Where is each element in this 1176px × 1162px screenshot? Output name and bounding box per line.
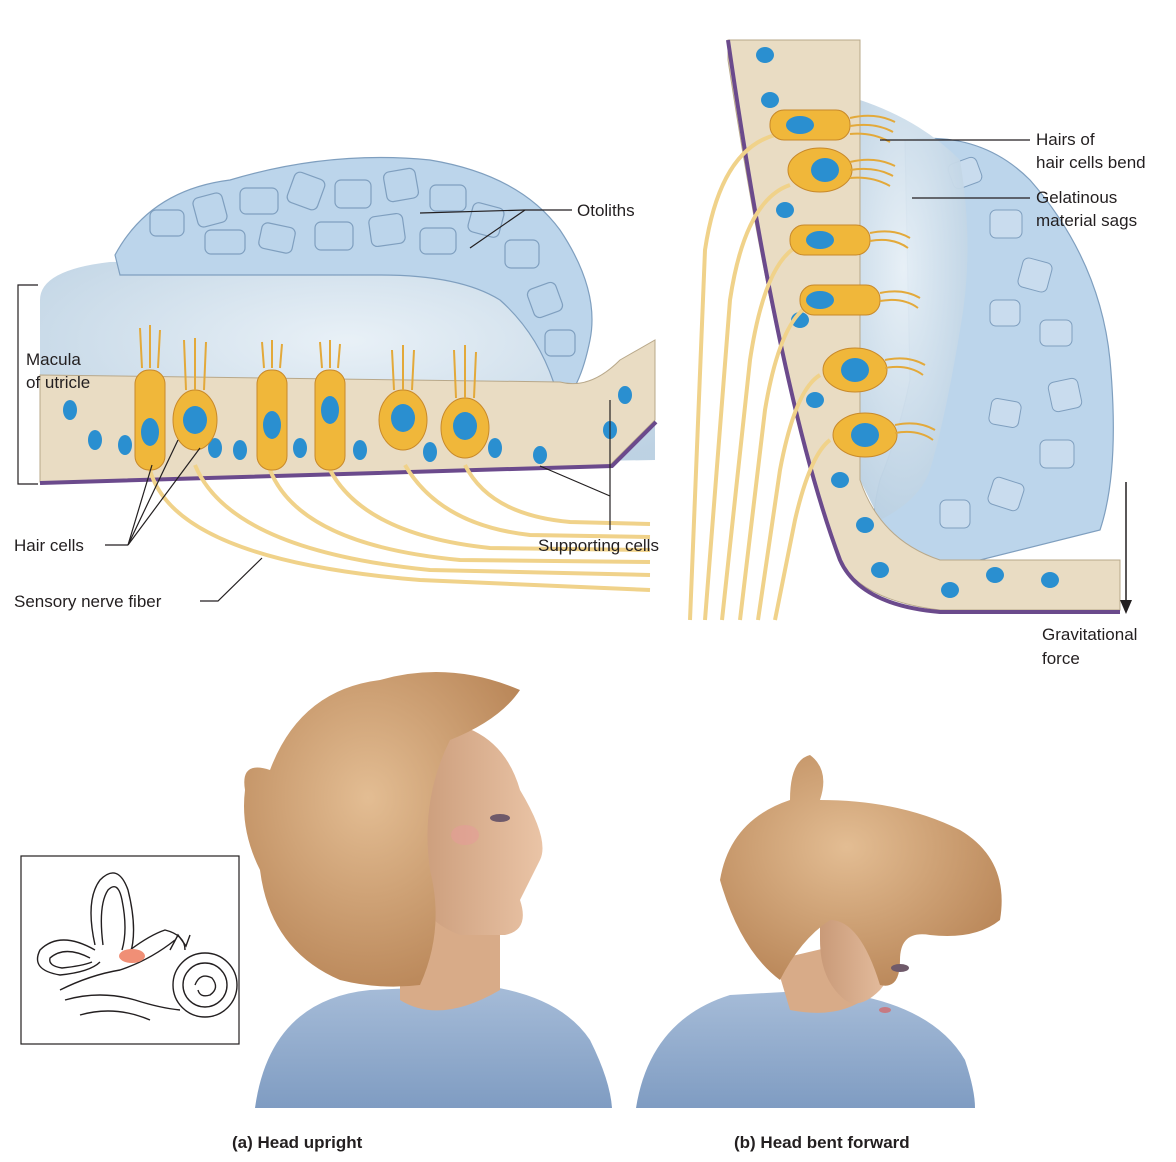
label-gelatinous-line1: Gelatinous xyxy=(1036,188,1117,207)
label-gravity-line2: force xyxy=(1042,649,1080,668)
macula-upright-illustration xyxy=(40,158,656,591)
label-hairs-bend-line1: Hairs of xyxy=(1036,130,1095,149)
macula-marker xyxy=(119,949,145,963)
label-macula-line1: Macula xyxy=(26,350,81,369)
label-supporting-cells: Supporting cells xyxy=(538,536,659,555)
label-gelatinous-line2: material sags xyxy=(1036,211,1137,230)
caption-head-bent-forward: (b) Head bent forward xyxy=(734,1133,910,1152)
sensory-nerve-fibers-upright xyxy=(150,465,650,590)
macula-tilted-illustration xyxy=(690,40,1120,620)
label-otoliths: Otoliths xyxy=(577,201,635,220)
label-gravity-line1: Gravitational xyxy=(1042,625,1137,644)
label-hair-cells: Hair cells xyxy=(14,536,84,555)
gravity-arrow xyxy=(1120,482,1132,614)
head-upright-illustration xyxy=(244,672,612,1108)
label-hairs-bend-line2: hair cells bend xyxy=(1036,153,1146,172)
label-sensory-nerve-fiber: Sensory nerve fiber xyxy=(14,592,162,611)
head-forward-illustration xyxy=(636,755,1002,1108)
inner-ear-inset xyxy=(21,856,239,1044)
caption-head-upright: (a) Head upright xyxy=(232,1133,363,1152)
label-macula-line2: of utricle xyxy=(26,373,90,392)
